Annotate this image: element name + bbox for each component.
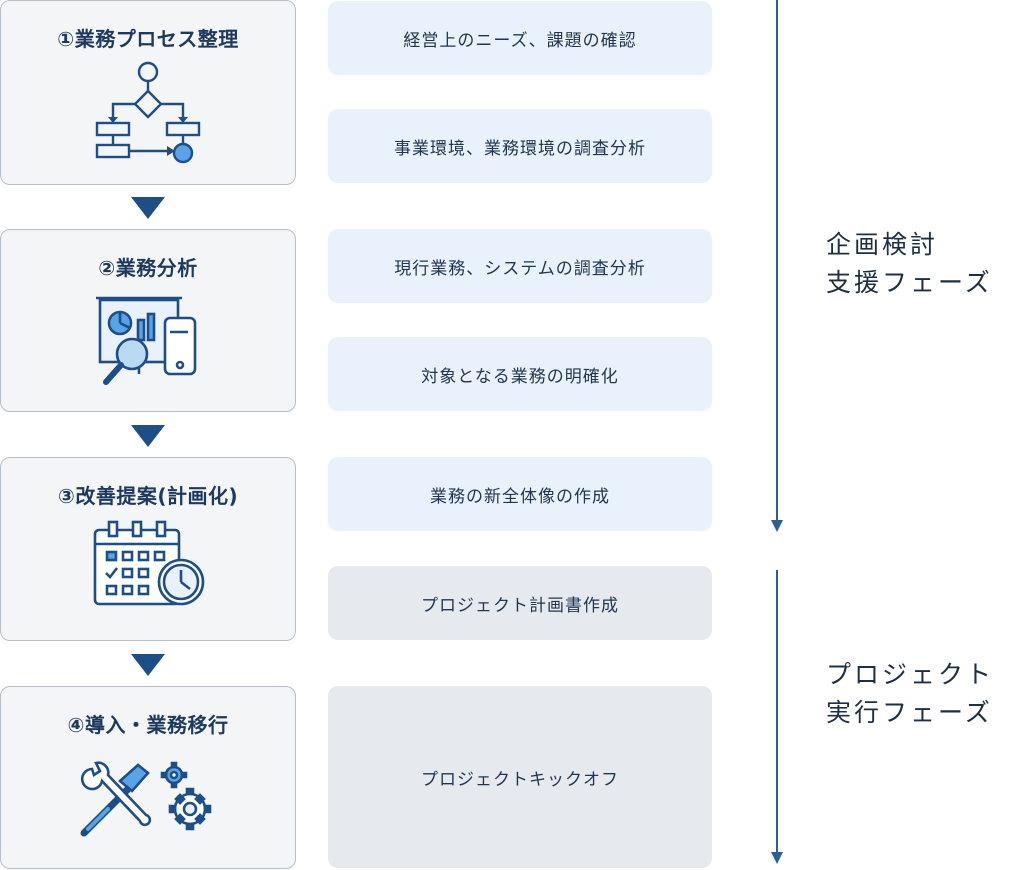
step-title-2: ②業務分析 [98,256,198,280]
task-box-2: 事業環境、業務環境の調査分析 [328,109,712,183]
step-card-4: ④導入・業務移行 [0,686,296,869]
phase-arrowhead-execution [771,852,783,864]
calendar-clock-icon [89,520,207,612]
task-box-4: 対象となる業務の明確化 [328,337,712,411]
step-card-1: ①業務プロセス整理 [0,0,296,185]
step-card-2: ②業務分析 [0,229,296,412]
flowchart-icon [93,61,203,167]
step-title-4: ④導入・業務移行 [67,713,229,737]
phase-arrowhead-planning [771,520,783,532]
phase-label-execution-line1: プロジェクト [826,660,995,689]
step-title-3: ③改善提案(計画化) [57,484,239,508]
phase-label-execution-line2: 実行フェーズ [826,698,993,727]
tools-gears-icon [78,759,218,839]
phase-line-planning [776,0,778,520]
phase-label-execution: プロジェクト 実行フェーズ [826,656,994,732]
down-arrow-2 [131,425,165,447]
analysis-board-icon [96,290,200,394]
task-box-7: プロジェクトキックオフ [328,686,712,868]
step-card-3: ③改善提案(計画化) [0,457,296,641]
task-box-1: 経営上のニーズ、課題の確認 [328,1,712,75]
phase-line-execution [776,570,778,852]
phase-label-planning-line1: 企画検討 [826,230,939,259]
down-arrow-1 [131,197,165,219]
task-box-3: 現行業務、システムの調査分析 [328,229,712,303]
task-box-6: プロジェクト計画書作成 [328,566,712,640]
phase-label-planning-line2: 支援フェーズ [826,268,993,297]
phase-label-planning: 企画検討 支援フェーズ [826,226,993,302]
task-box-5: 業務の新全体像の作成 [328,457,712,531]
step-title-1: ①業務プロセス整理 [57,27,239,51]
down-arrow-3 [131,654,165,676]
